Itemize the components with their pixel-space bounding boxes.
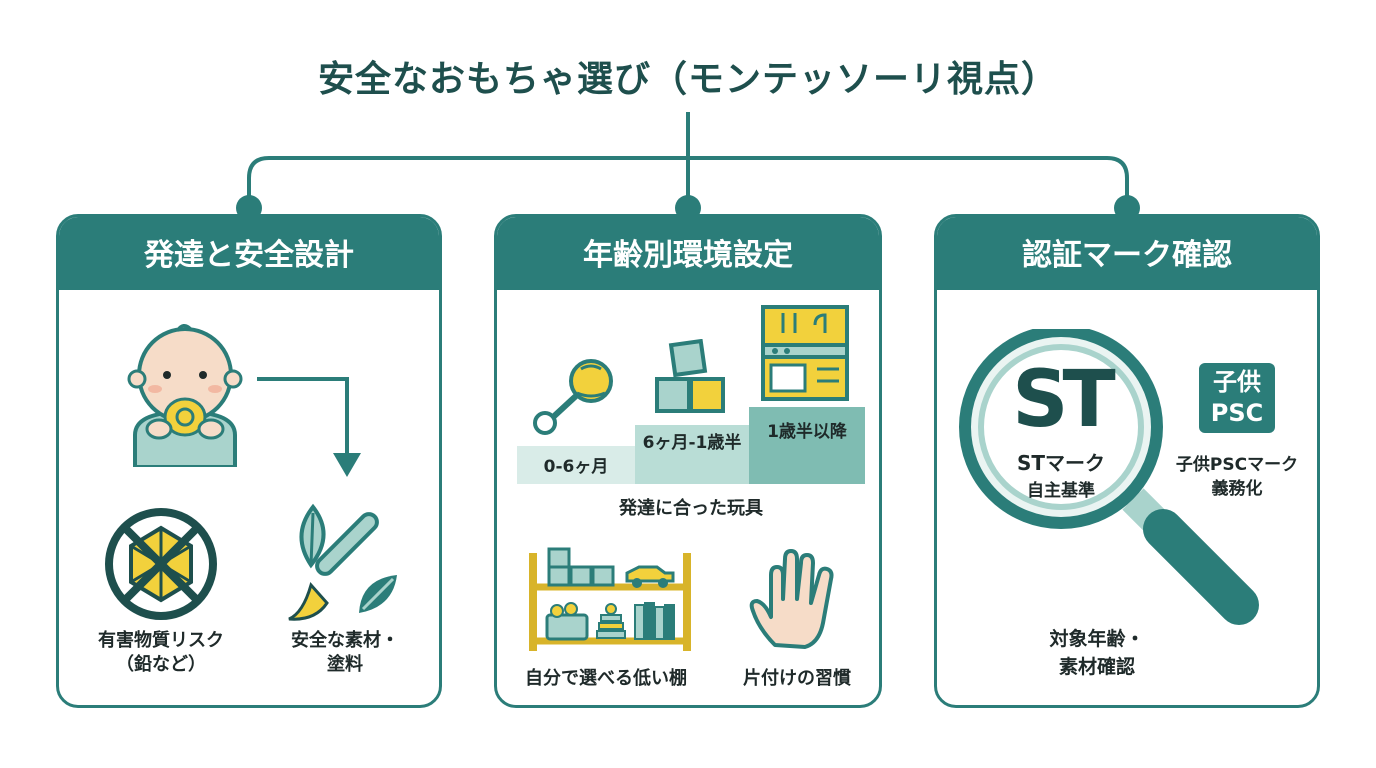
page-title: 安全なおもちゃ選び（モンテッソーリ視点）	[317, 59, 1058, 100]
low-shelf-label: 自分で選べる低い棚	[525, 668, 687, 689]
panel-header: 発達と安全設計	[59, 217, 439, 290]
panel-development-safety: 発達と安全設計 有害物質リスク （鉛など）	[56, 214, 442, 708]
psc-logo-line1: 子供	[1213, 368, 1261, 396]
low-shelf-icon	[529, 547, 691, 651]
hazard-label: 有害物質リスク （鉛など）	[71, 629, 251, 677]
psc-mark-logo: 子供 PSC	[1199, 363, 1275, 433]
hazard-label-line1: 有害物質リスク	[98, 630, 224, 651]
step-bar-6-18	[635, 425, 749, 484]
paintbrush-leaf-icon	[288, 503, 397, 621]
rattle-icon	[533, 359, 613, 435]
arrow-down-icon	[257, 377, 361, 477]
hazard-label-line2: （鉛など）	[116, 654, 206, 675]
safe-material-label: 安全な素材・ 塗料	[255, 629, 435, 677]
check-label-line1: 対象年齢・	[1049, 628, 1145, 650]
st-mark-logo: ST	[1012, 355, 1115, 445]
panel-header: 認証マーク確認	[937, 217, 1317, 290]
step-label-0-6: 0-6ヶ月	[543, 457, 609, 477]
st-mark-sub: 自主基準	[1027, 481, 1095, 501]
age-caption: 発達に合った玩具	[619, 498, 763, 519]
blocks-icon	[655, 339, 725, 413]
psc-logo-line2: PSC	[1210, 399, 1264, 427]
toy-kitchen-icon	[761, 305, 849, 401]
panel-age-environment: 年齢別環境設定 0-6ヶ月 6ヶ月-1歳半 1歳半以降 発達に合った玩具	[494, 214, 882, 708]
prohibited-hazard-icon	[105, 508, 217, 620]
tidy-habit-label: 片付けの習慣	[743, 668, 851, 689]
panel-header: 年齢別環境設定	[497, 217, 879, 290]
panel-certification: 認証マーク確認 ST STマーク 自主基準 子供 PSC 子供PSCマーク 義務…	[934, 214, 1320, 708]
step-bar-18plus	[749, 407, 865, 484]
age-material-check-label: 対象年齢・ 素材確認	[1007, 625, 1187, 681]
check-label-line2: 素材確認	[1058, 656, 1135, 678]
psc-label-line1: 子供PSCマーク	[1175, 455, 1299, 475]
safe-material-label-line1: 安全な素材・	[291, 630, 399, 651]
step-label-6-18: 6ヶ月-1歳半	[642, 433, 742, 453]
magnifier-icon	[959, 329, 1259, 625]
psc-mark-label: 子供PSCマーク 義務化	[1159, 453, 1315, 501]
hand-icon	[749, 549, 834, 649]
step-bar-0-6	[517, 446, 635, 484]
psc-label-line2: 義務化	[1211, 479, 1263, 499]
st-mark-label: STマーク	[1016, 451, 1106, 475]
safe-material-label-line2: 塗料	[327, 654, 363, 675]
baby-teether-icon	[127, 324, 243, 467]
step-label-18plus: 1歳半以降	[767, 422, 847, 442]
